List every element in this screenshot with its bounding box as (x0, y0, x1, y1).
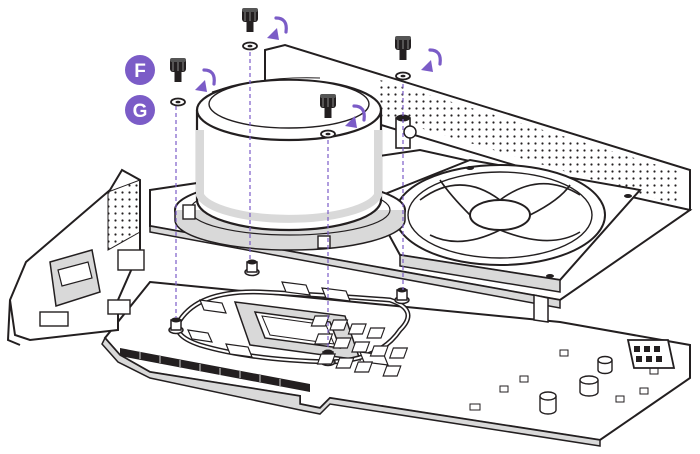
washer-icon (396, 73, 410, 80)
washer-icon (243, 43, 257, 50)
step-badge-f: F (125, 55, 155, 85)
io-port-upper (118, 250, 144, 270)
washer-icon (321, 131, 335, 138)
aio-pump-block (175, 78, 405, 250)
power-connector (628, 340, 674, 368)
io-port-lower (108, 300, 130, 314)
fan-hub (470, 200, 530, 230)
standoff-top (245, 260, 259, 276)
curved-arrow-icon (195, 70, 214, 92)
standoff-right (395, 288, 409, 304)
screw-set-right (395, 36, 440, 80)
step-label-f: F (134, 61, 146, 82)
thumbscrew-icon (395, 36, 411, 60)
screw-set-top (242, 8, 286, 50)
thumbscrew-icon (170, 58, 186, 82)
thumbscrew-icon (242, 8, 258, 32)
curved-arrow-icon (267, 18, 286, 40)
step-badge-g: G (125, 95, 155, 125)
washer-icon (171, 99, 185, 106)
standoff-left (169, 318, 183, 334)
display-port (40, 312, 68, 326)
curved-arrow-icon (421, 50, 440, 72)
step-label-g: G (133, 101, 148, 122)
graphics-card-pcb (102, 260, 690, 447)
